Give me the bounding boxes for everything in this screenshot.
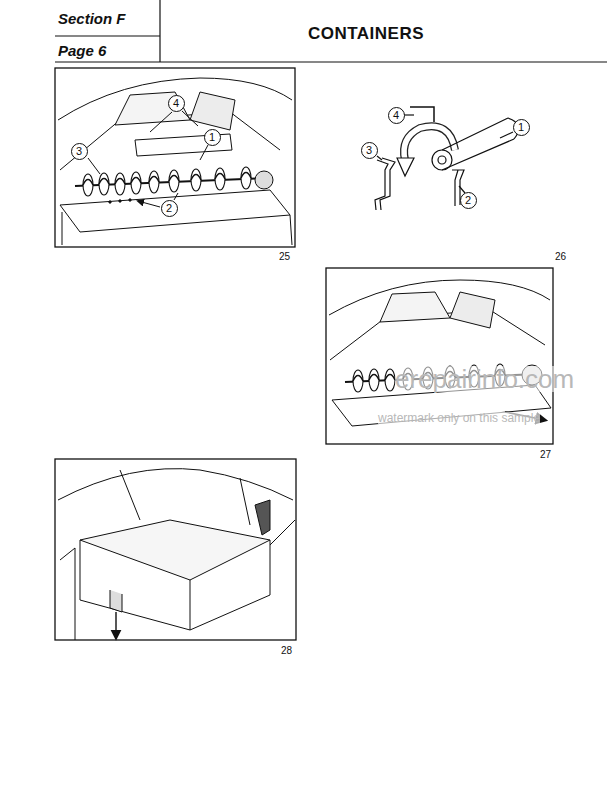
figure-number: 26: [555, 252, 566, 262]
figure-28: [55, 459, 296, 640]
figure-25: [55, 68, 295, 247]
callout-number: 2: [161, 200, 178, 217]
callout-number: 1: [513, 119, 530, 136]
callout-number: 3: [361, 142, 378, 159]
figure-26: [375, 107, 519, 210]
callout-number: 3: [71, 143, 88, 160]
figure-number: 28: [281, 646, 292, 656]
watermark: watermark only on this sample: [378, 412, 540, 424]
section-label: Section F: [58, 11, 126, 26]
callout-number: 1: [204, 129, 221, 146]
figure-number: 27: [540, 450, 551, 460]
watermark: erepairinfo.com: [395, 366, 574, 392]
callout-number: 4: [388, 107, 405, 124]
header-rules: [55, 0, 607, 62]
callout-number: 2: [460, 192, 477, 209]
figure-27: [326, 268, 553, 444]
callout-number: 4: [168, 95, 185, 112]
page-title: CONTAINERS: [308, 25, 424, 42]
figure-number: 25: [279, 252, 290, 262]
page-label: Page 6: [58, 43, 106, 58]
